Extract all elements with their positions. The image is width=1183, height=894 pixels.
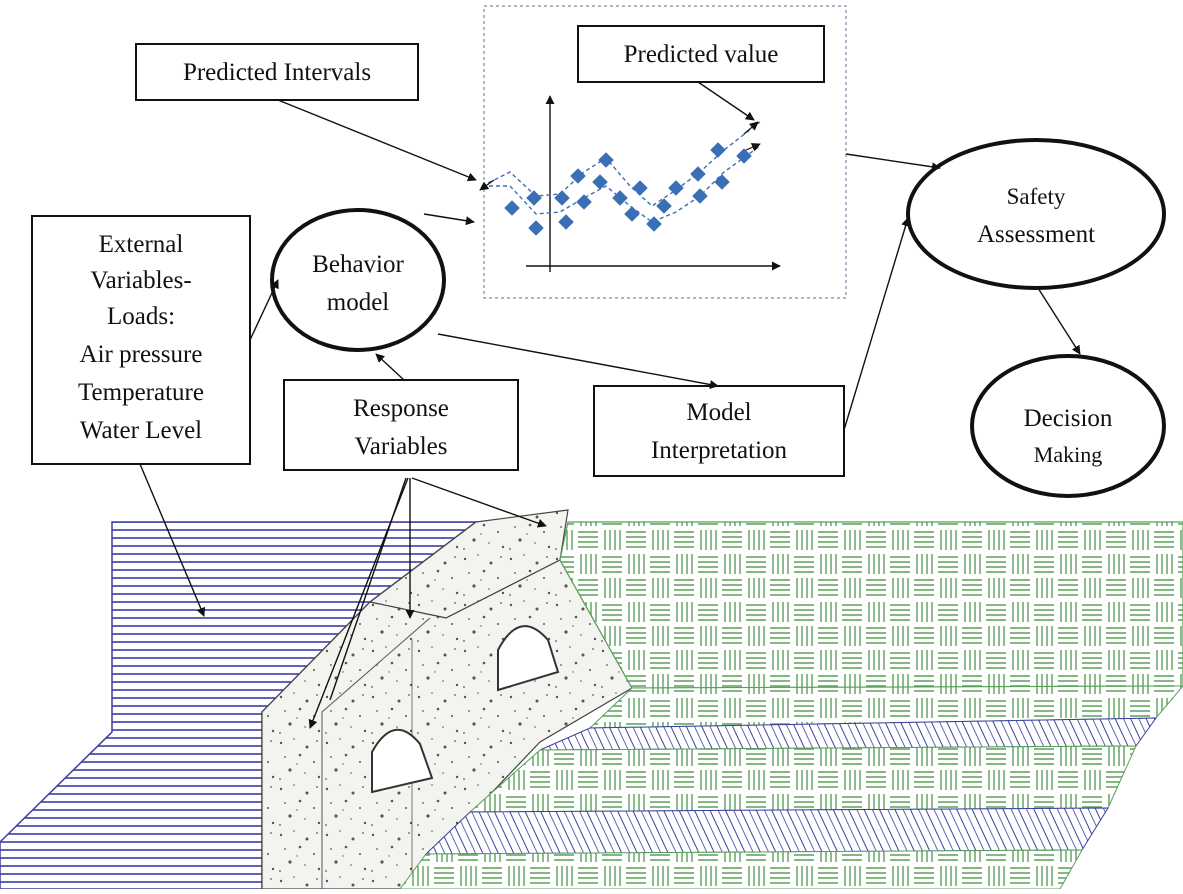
arrow-response-to-dam-face bbox=[329, 477, 407, 701]
dam-arch-lower bbox=[371, 728, 434, 794]
external-variables-line-3: Loads: bbox=[107, 303, 175, 330]
model-interpretation-line-1: Model bbox=[686, 399, 751, 426]
predicted-value-box: Predicted value bbox=[577, 25, 825, 83]
model-interpretation-line-2: Interpretation bbox=[651, 437, 788, 464]
external-variables-line-5: Temperature bbox=[78, 379, 204, 406]
external-variables-line-2: Variables- bbox=[90, 267, 191, 294]
prediction-interval-lines bbox=[481, 121, 761, 223]
decision-making-node: Decision Making bbox=[970, 354, 1166, 498]
decision-making-line-1: Decision bbox=[1024, 405, 1113, 432]
predicted-value-label: Predicted value bbox=[624, 41, 779, 68]
external-variables-line-1: External bbox=[99, 231, 184, 258]
response-variables-line-1: Response bbox=[353, 395, 449, 422]
external-variables-line-6: Water Level bbox=[80, 417, 202, 444]
model-interpretation-box: Model Interpretation bbox=[593, 385, 845, 477]
arrow-external-to-behavior bbox=[249, 279, 279, 341]
arrow-safety-to-decision bbox=[1037, 287, 1081, 355]
predicted-value-points bbox=[504, 142, 752, 236]
behavior-model-node: Behavior model bbox=[270, 208, 446, 352]
terrace-slope-2 bbox=[424, 807, 1109, 855]
terrace-vegetation-2 bbox=[468, 745, 1137, 813]
external-variables-line-4: Air pressure bbox=[80, 341, 203, 368]
behavior-model-line-1: Behavior bbox=[312, 251, 404, 278]
predicted-intervals-box: Predicted Intervals bbox=[135, 43, 419, 101]
arrow-behavior-to-interpretation bbox=[437, 333, 719, 389]
response-variables-line-2: Variables bbox=[354, 433, 447, 460]
arrow-response-to-dam-top bbox=[411, 477, 547, 528]
arrow-value-to-plot bbox=[697, 81, 755, 121]
dam-illustration bbox=[0, 509, 1183, 890]
terrace-vegetation-3 bbox=[399, 849, 1083, 890]
decision-making-line-2: Making bbox=[1034, 442, 1102, 467]
plot-frame bbox=[483, 5, 847, 299]
response-variables-box: Response Variables bbox=[283, 379, 519, 471]
external-variables-box: External Variables- Loads: Air pressure … bbox=[31, 215, 251, 465]
safety-assessment-line-2: Assessment bbox=[977, 221, 1095, 248]
arrow-external-to-water bbox=[139, 463, 206, 617]
downstream-vegetation bbox=[559, 521, 1183, 689]
safety-assessment-line-1: Safety bbox=[1007, 184, 1066, 209]
arrow-interpretation-to-safety bbox=[843, 217, 910, 431]
behavior-model-line-2: model bbox=[327, 289, 390, 316]
connector-arrows bbox=[139, 81, 1081, 729]
safety-assessment-node: Safety Assessment bbox=[906, 138, 1166, 290]
arrow-plot-to-safety bbox=[845, 153, 941, 172]
arrow-behavior-to-plot bbox=[423, 213, 475, 226]
arrow-response-to-behavior bbox=[375, 353, 405, 381]
dam-arch-upper bbox=[497, 625, 560, 692]
arrow-intervals-to-plot bbox=[277, 99, 477, 182]
predicted-intervals-label: Predicted Intervals bbox=[183, 59, 371, 86]
